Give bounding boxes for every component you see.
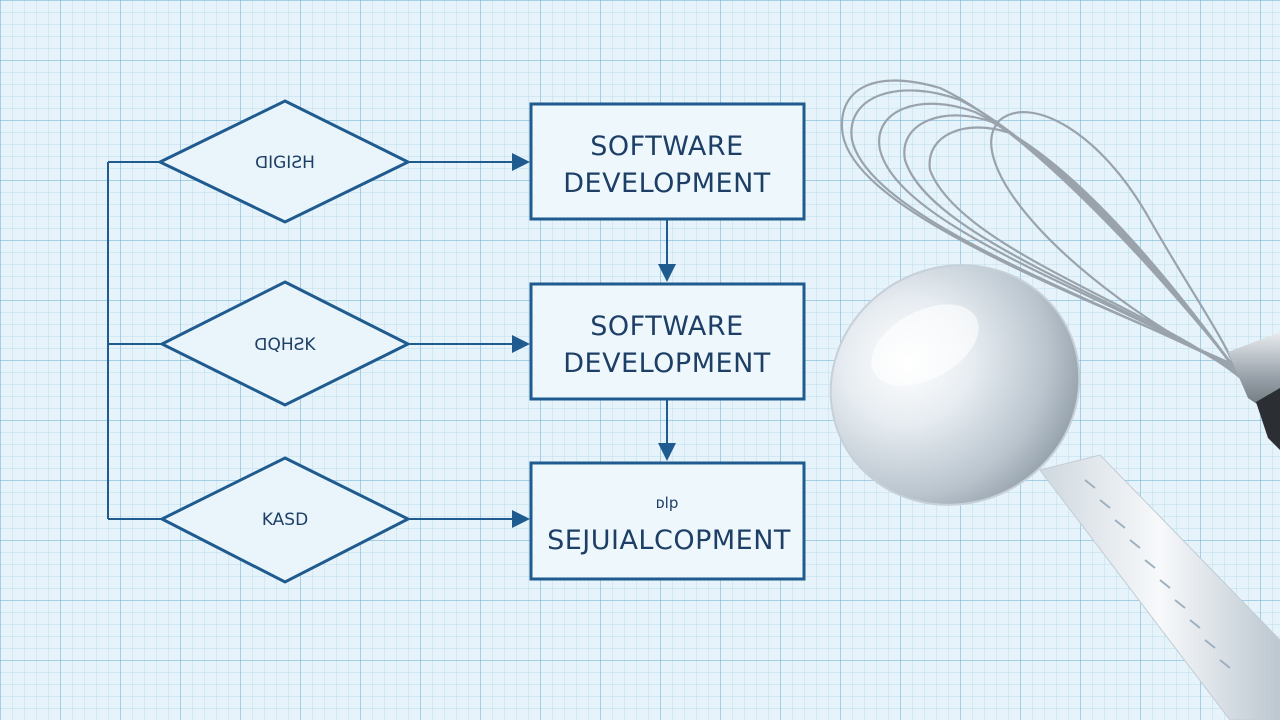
- decision-label-1: ᗡIGIƧH: [255, 153, 315, 173]
- process-box-3: ᴅlp SEJUIALCOPMENT: [529, 461, 806, 581]
- decision-diamond-2: ᗡQHƧK: [158, 280, 412, 407]
- process-box-2-line-2: DEVELOPMENT: [563, 348, 771, 379]
- process-box-1: SOFTWARE DEVELOPMENT: [529, 102, 806, 221]
- decision-diamond-3: KASD: [158, 456, 412, 584]
- arrow-diamond-3-to-box-3: [408, 510, 530, 528]
- decision-label-3: KASD: [262, 510, 308, 530]
- process-box-3-line-1: ᴅlp: [656, 494, 679, 512]
- arrow-diamond-1-to-box-1: [408, 153, 530, 171]
- process-box-2: SOFTWARE DEVELOPMENT: [529, 282, 806, 401]
- decision-diamond-1: ᗡIGIƧH: [156, 99, 412, 224]
- process-box-1-line-1: SOFTWARE: [590, 131, 743, 162]
- arrow-diamond-2-to-box-2: [408, 335, 530, 353]
- measuring-spoon-icon: [829, 264, 1280, 720]
- process-box-2-line-1: SOFTWARE: [590, 311, 743, 342]
- left-trunk-connector: [107, 161, 162, 520]
- process-box-3-line-2: SEJUIALCOPMENT: [547, 525, 791, 556]
- arrow-box-1-to-box-2: [658, 219, 676, 282]
- decision-label-2: ᗡQHƧK: [254, 335, 316, 355]
- arrow-box-2-to-box-3: [658, 399, 676, 461]
- whisk-icon: [840, 79, 1280, 450]
- process-box-1-line-2: DEVELOPMENT: [563, 168, 771, 199]
